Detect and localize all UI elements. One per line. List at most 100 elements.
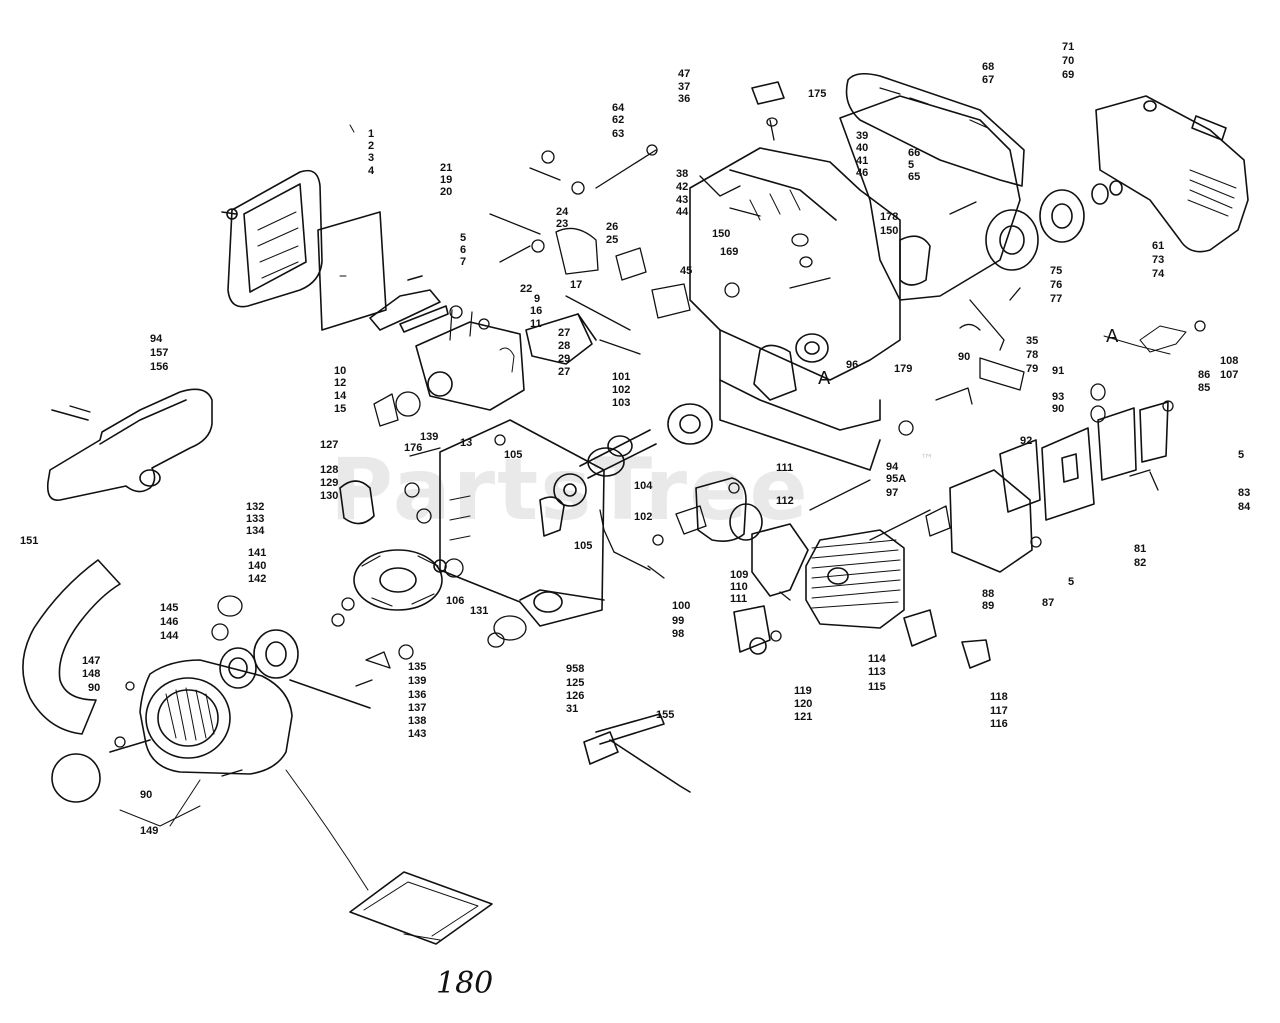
part-number-label: 105: [574, 540, 593, 552]
part-number-label: 82: [1134, 557, 1147, 569]
part-number-label: 69: [1062, 69, 1075, 81]
guide-bar: [845, 72, 1025, 187]
trademark-symbol: ™: [920, 452, 934, 468]
piston: [695, 477, 763, 542]
part-number-label: 5: [1238, 449, 1245, 461]
part-number-label: 150: [712, 228, 731, 240]
part-number-label: 141: [248, 547, 267, 559]
part-number-label: 169: [720, 246, 739, 258]
part-number-label: 10: [334, 365, 347, 377]
part-number-label: 99: [672, 615, 685, 627]
part-number-label: 101: [612, 371, 631, 383]
part-number-label: 42: [676, 181, 689, 193]
part-number-label: 84: [1238, 501, 1251, 513]
part-number-label: 61: [1152, 240, 1165, 252]
part-number-label: 5: [1068, 576, 1075, 588]
part-number-label: 67: [982, 74, 995, 86]
part-number-label: 75: [1050, 265, 1063, 277]
part-number-label: 147: [82, 655, 101, 667]
part-number-label: 103: [612, 397, 631, 409]
chain-guard-left: [46, 388, 213, 501]
part-number-label: 27: [558, 366, 571, 378]
part-number-label: 43: [676, 194, 689, 206]
part-number-label: 37: [678, 81, 691, 93]
part-number-label: 65: [908, 171, 921, 183]
filter-bracket: [369, 275, 449, 333]
part-number-label: 111: [776, 462, 794, 474]
part-number-label: 150: [880, 225, 899, 237]
part-number-label: 39: [856, 130, 869, 142]
part-number-label: 958: [566, 663, 585, 675]
part-number-label: 46: [856, 167, 869, 179]
part-number-label: 29: [558, 353, 571, 365]
part-number-label: 90: [140, 789, 153, 801]
part-number-label: 140: [248, 560, 267, 572]
callout-a-center: A: [818, 368, 831, 389]
part-number-label: 90: [958, 351, 971, 363]
air-filter: [317, 211, 387, 331]
part-number-label: 105: [504, 449, 523, 461]
part-number-label: 133: [246, 513, 265, 525]
part-number-label: 155: [656, 709, 675, 721]
part-number-label: 125: [566, 677, 585, 689]
part-number-label: 149: [140, 825, 159, 837]
part-number-label: 109: [730, 569, 749, 581]
part-number-label: 88: [982, 588, 995, 600]
part-number-label: 108: [1220, 355, 1239, 367]
part-number-label: 85: [1198, 382, 1211, 394]
part-number-label: 121: [794, 711, 813, 723]
part-number-label: 63: [612, 128, 625, 140]
starter-housing: [109, 659, 293, 775]
rear-housing: [839, 95, 1021, 301]
part-number-label: 31: [566, 703, 579, 715]
part-number-label: 2: [368, 140, 375, 152]
front-handle-bar: [22, 559, 121, 803]
part-number-label: 119: [794, 685, 812, 697]
part-number-label: 64: [612, 102, 625, 114]
part-number-label: 145: [160, 602, 179, 614]
part-number-label: 111: [730, 593, 748, 605]
part-number-label: 176: [404, 442, 423, 454]
part-number-label: 78: [1026, 349, 1039, 361]
part-number-label: 7: [460, 256, 467, 268]
part-number-label: 83: [1238, 487, 1251, 499]
small-parts: [69, 117, 1206, 777]
fuel-tank-block: [525, 313, 597, 365]
flywheel: [339, 480, 447, 611]
part-number-label: 93: [1052, 391, 1065, 403]
part-number-label: 5: [908, 159, 915, 171]
part-number-label: 127: [320, 439, 339, 451]
part-number-label: 79: [1026, 363, 1039, 375]
part-number-label: 90: [1052, 403, 1065, 415]
part-number-label: 102: [634, 511, 653, 523]
engine-block: [689, 147, 901, 471]
part-number-label: 98: [672, 628, 685, 640]
leader-lines: [119, 124, 1187, 941]
part-number-label: 87: [1042, 597, 1055, 609]
parts-bag: [349, 871, 493, 945]
part-number-label: 28: [558, 340, 571, 352]
part-number-label: 71: [1062, 41, 1075, 53]
part-number-label: 148: [82, 668, 101, 680]
part-number-label: 96: [846, 359, 859, 371]
clutch-drum: [985, 180, 1123, 271]
part-number-label: 134: [246, 525, 265, 537]
part-number-label: 6: [460, 244, 467, 256]
part-number-label: 107: [1220, 369, 1239, 381]
part-number-label: 66: [908, 147, 921, 159]
part-number-label: 36: [678, 93, 691, 105]
part-number-label: 143: [408, 728, 427, 740]
part-number-label: 135: [408, 661, 427, 673]
intake-adapter: [733, 605, 771, 655]
part-number-label: 44: [676, 206, 689, 218]
part-number-label: 94: [150, 333, 163, 345]
part-number-label: 113: [868, 666, 886, 678]
part-number-label: 11: [530, 318, 542, 330]
cylinder: [751, 523, 905, 629]
part-number-label: 132: [246, 501, 265, 513]
part-number-label: 104: [634, 480, 653, 492]
part-number-label: 151: [20, 535, 39, 547]
chain-cover-right: [1095, 95, 1249, 253]
part-number-label: 112: [776, 495, 794, 507]
part-number-label: 100: [672, 600, 691, 612]
